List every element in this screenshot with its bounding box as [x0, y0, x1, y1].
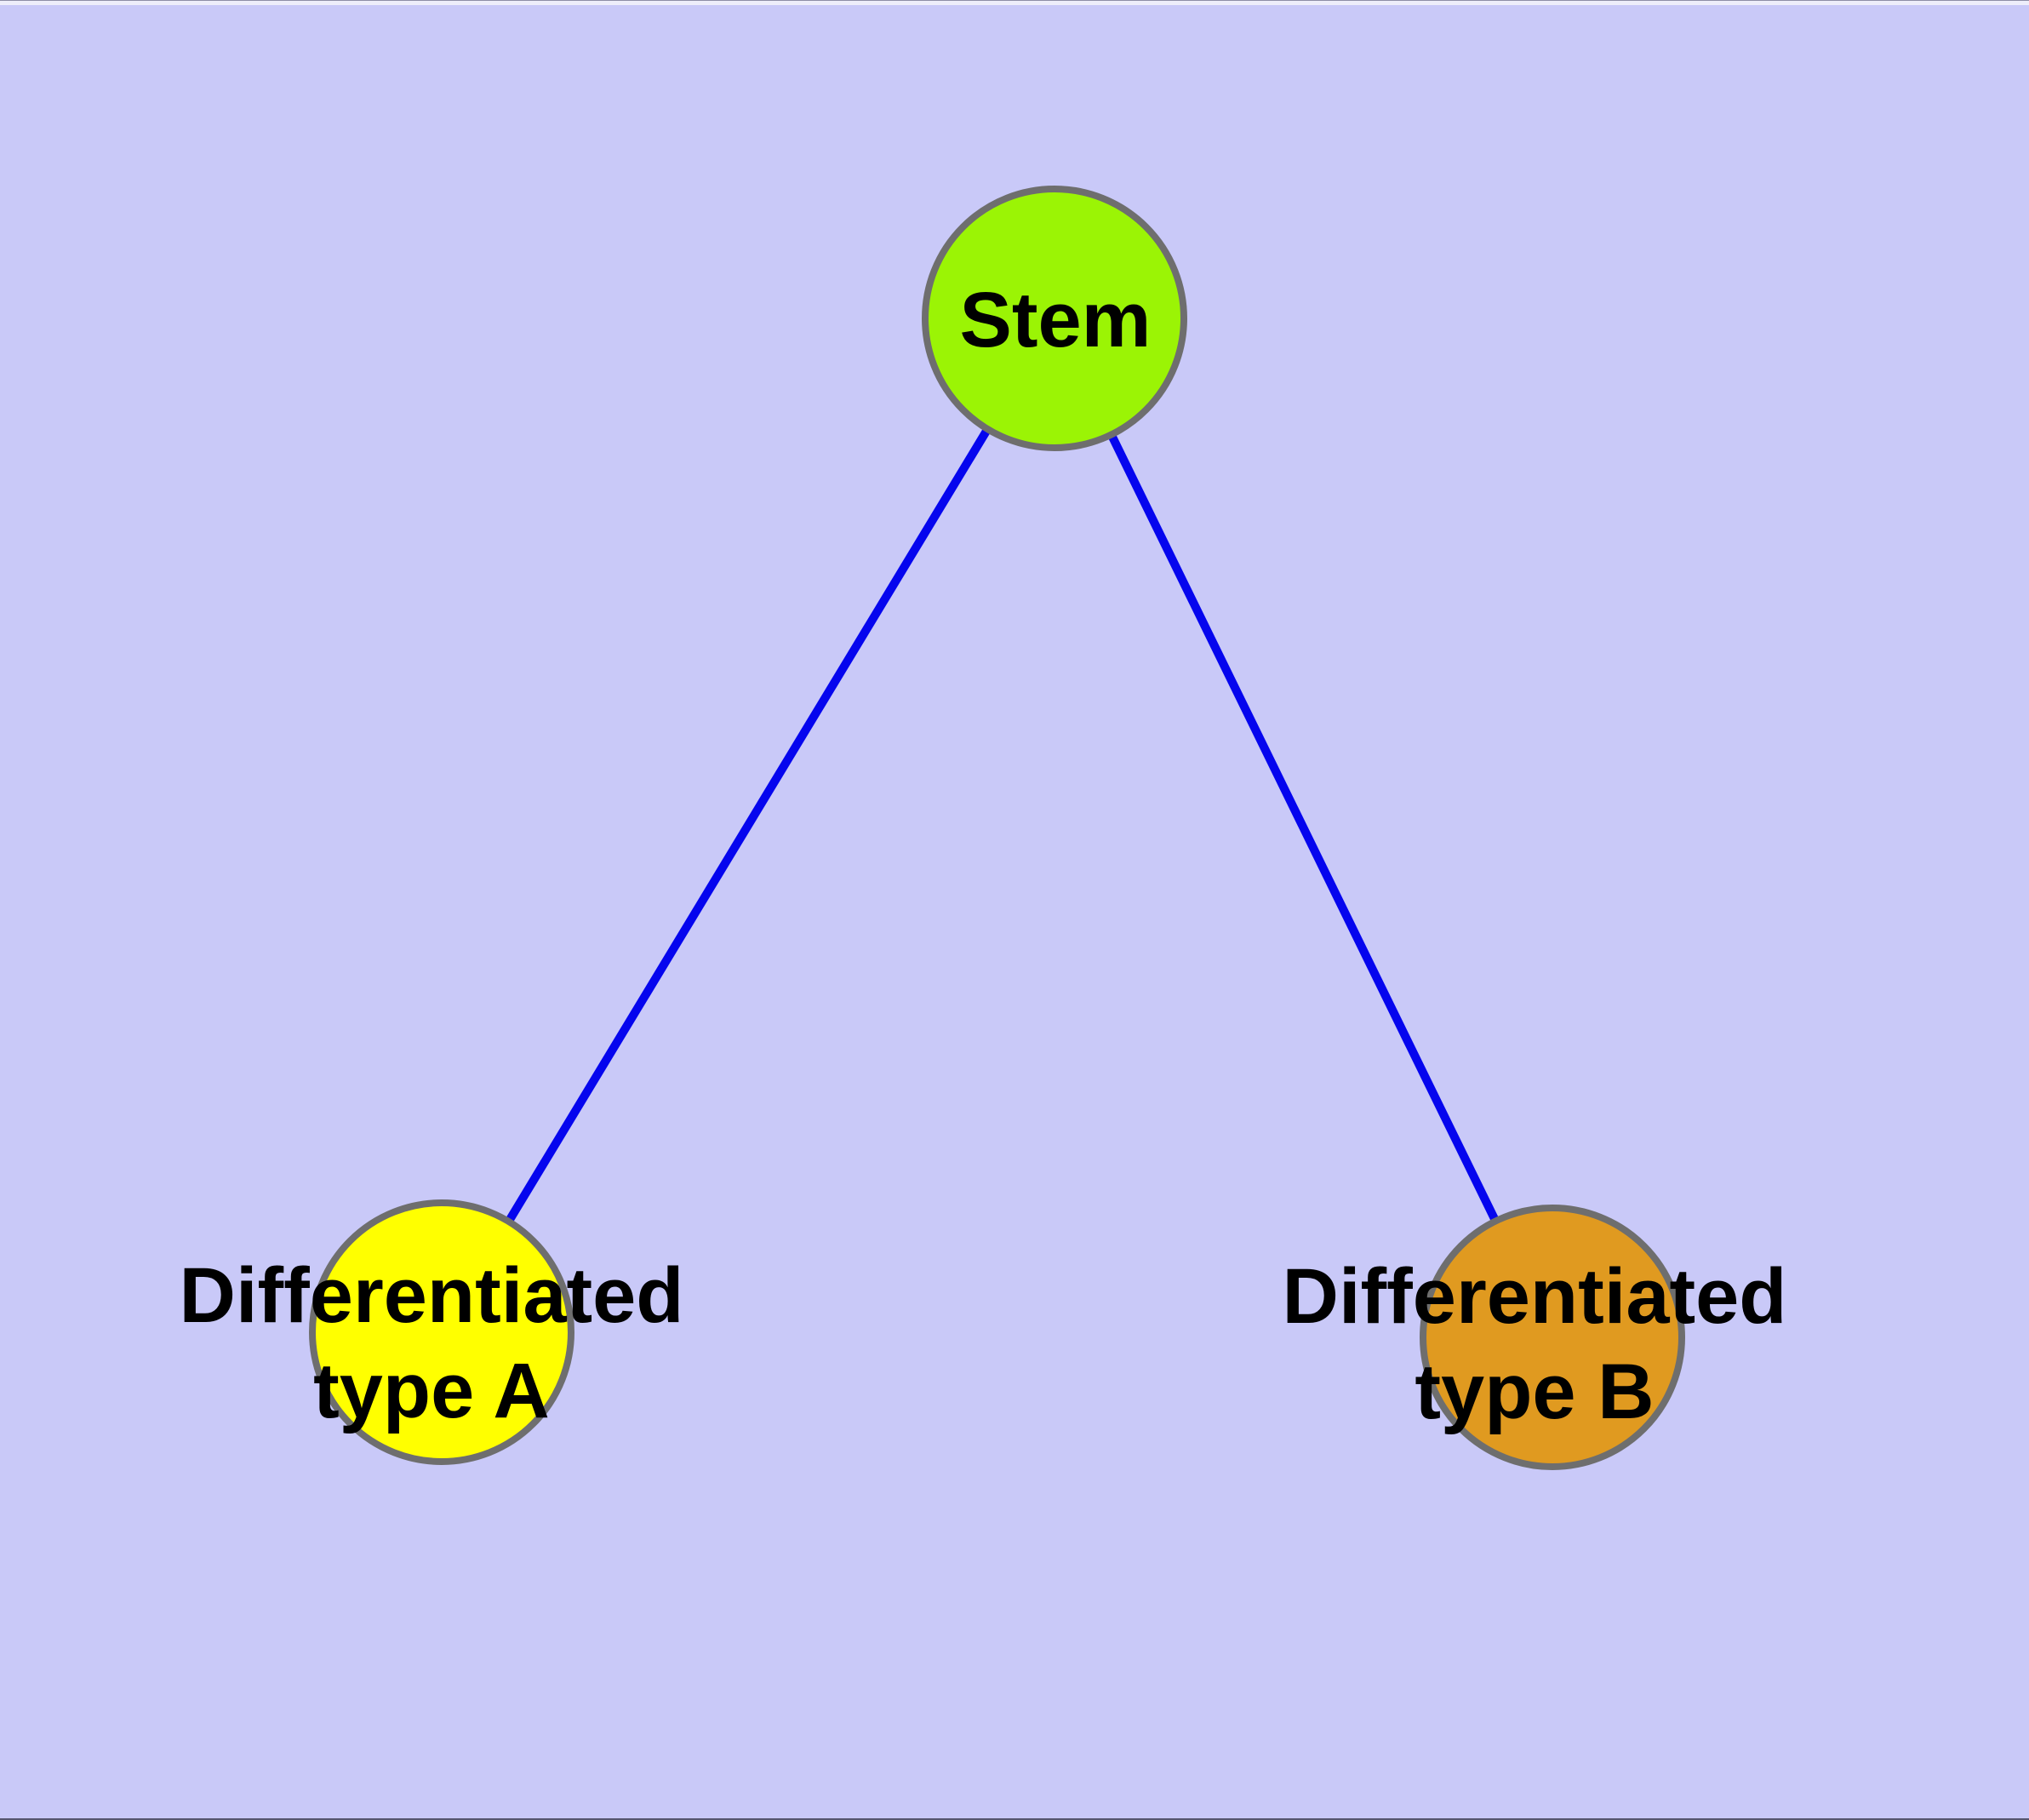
edge-stem-to-type-b: [1050, 316, 1557, 1340]
screen-edge-bottom: [0, 1818, 2029, 1820]
node-type-a-label-line2: type A: [313, 1348, 550, 1434]
node-type-b-label-line1: Differentiated: [1283, 1253, 1787, 1340]
node-type-b-label-line2: type B: [1415, 1348, 1654, 1435]
node-differentiated-type-a: [309, 1199, 574, 1465]
node-stem-label: Stem: [960, 277, 1152, 363]
screen-edge-top: [0, 0, 2029, 5]
node-type-a-label-line1: Differentiated: [180, 1252, 684, 1339]
edge-stem-to-type-a: [437, 316, 1059, 1335]
node-differentiated-type-b: [1420, 1205, 1685, 1470]
node-stem: [922, 186, 1187, 451]
